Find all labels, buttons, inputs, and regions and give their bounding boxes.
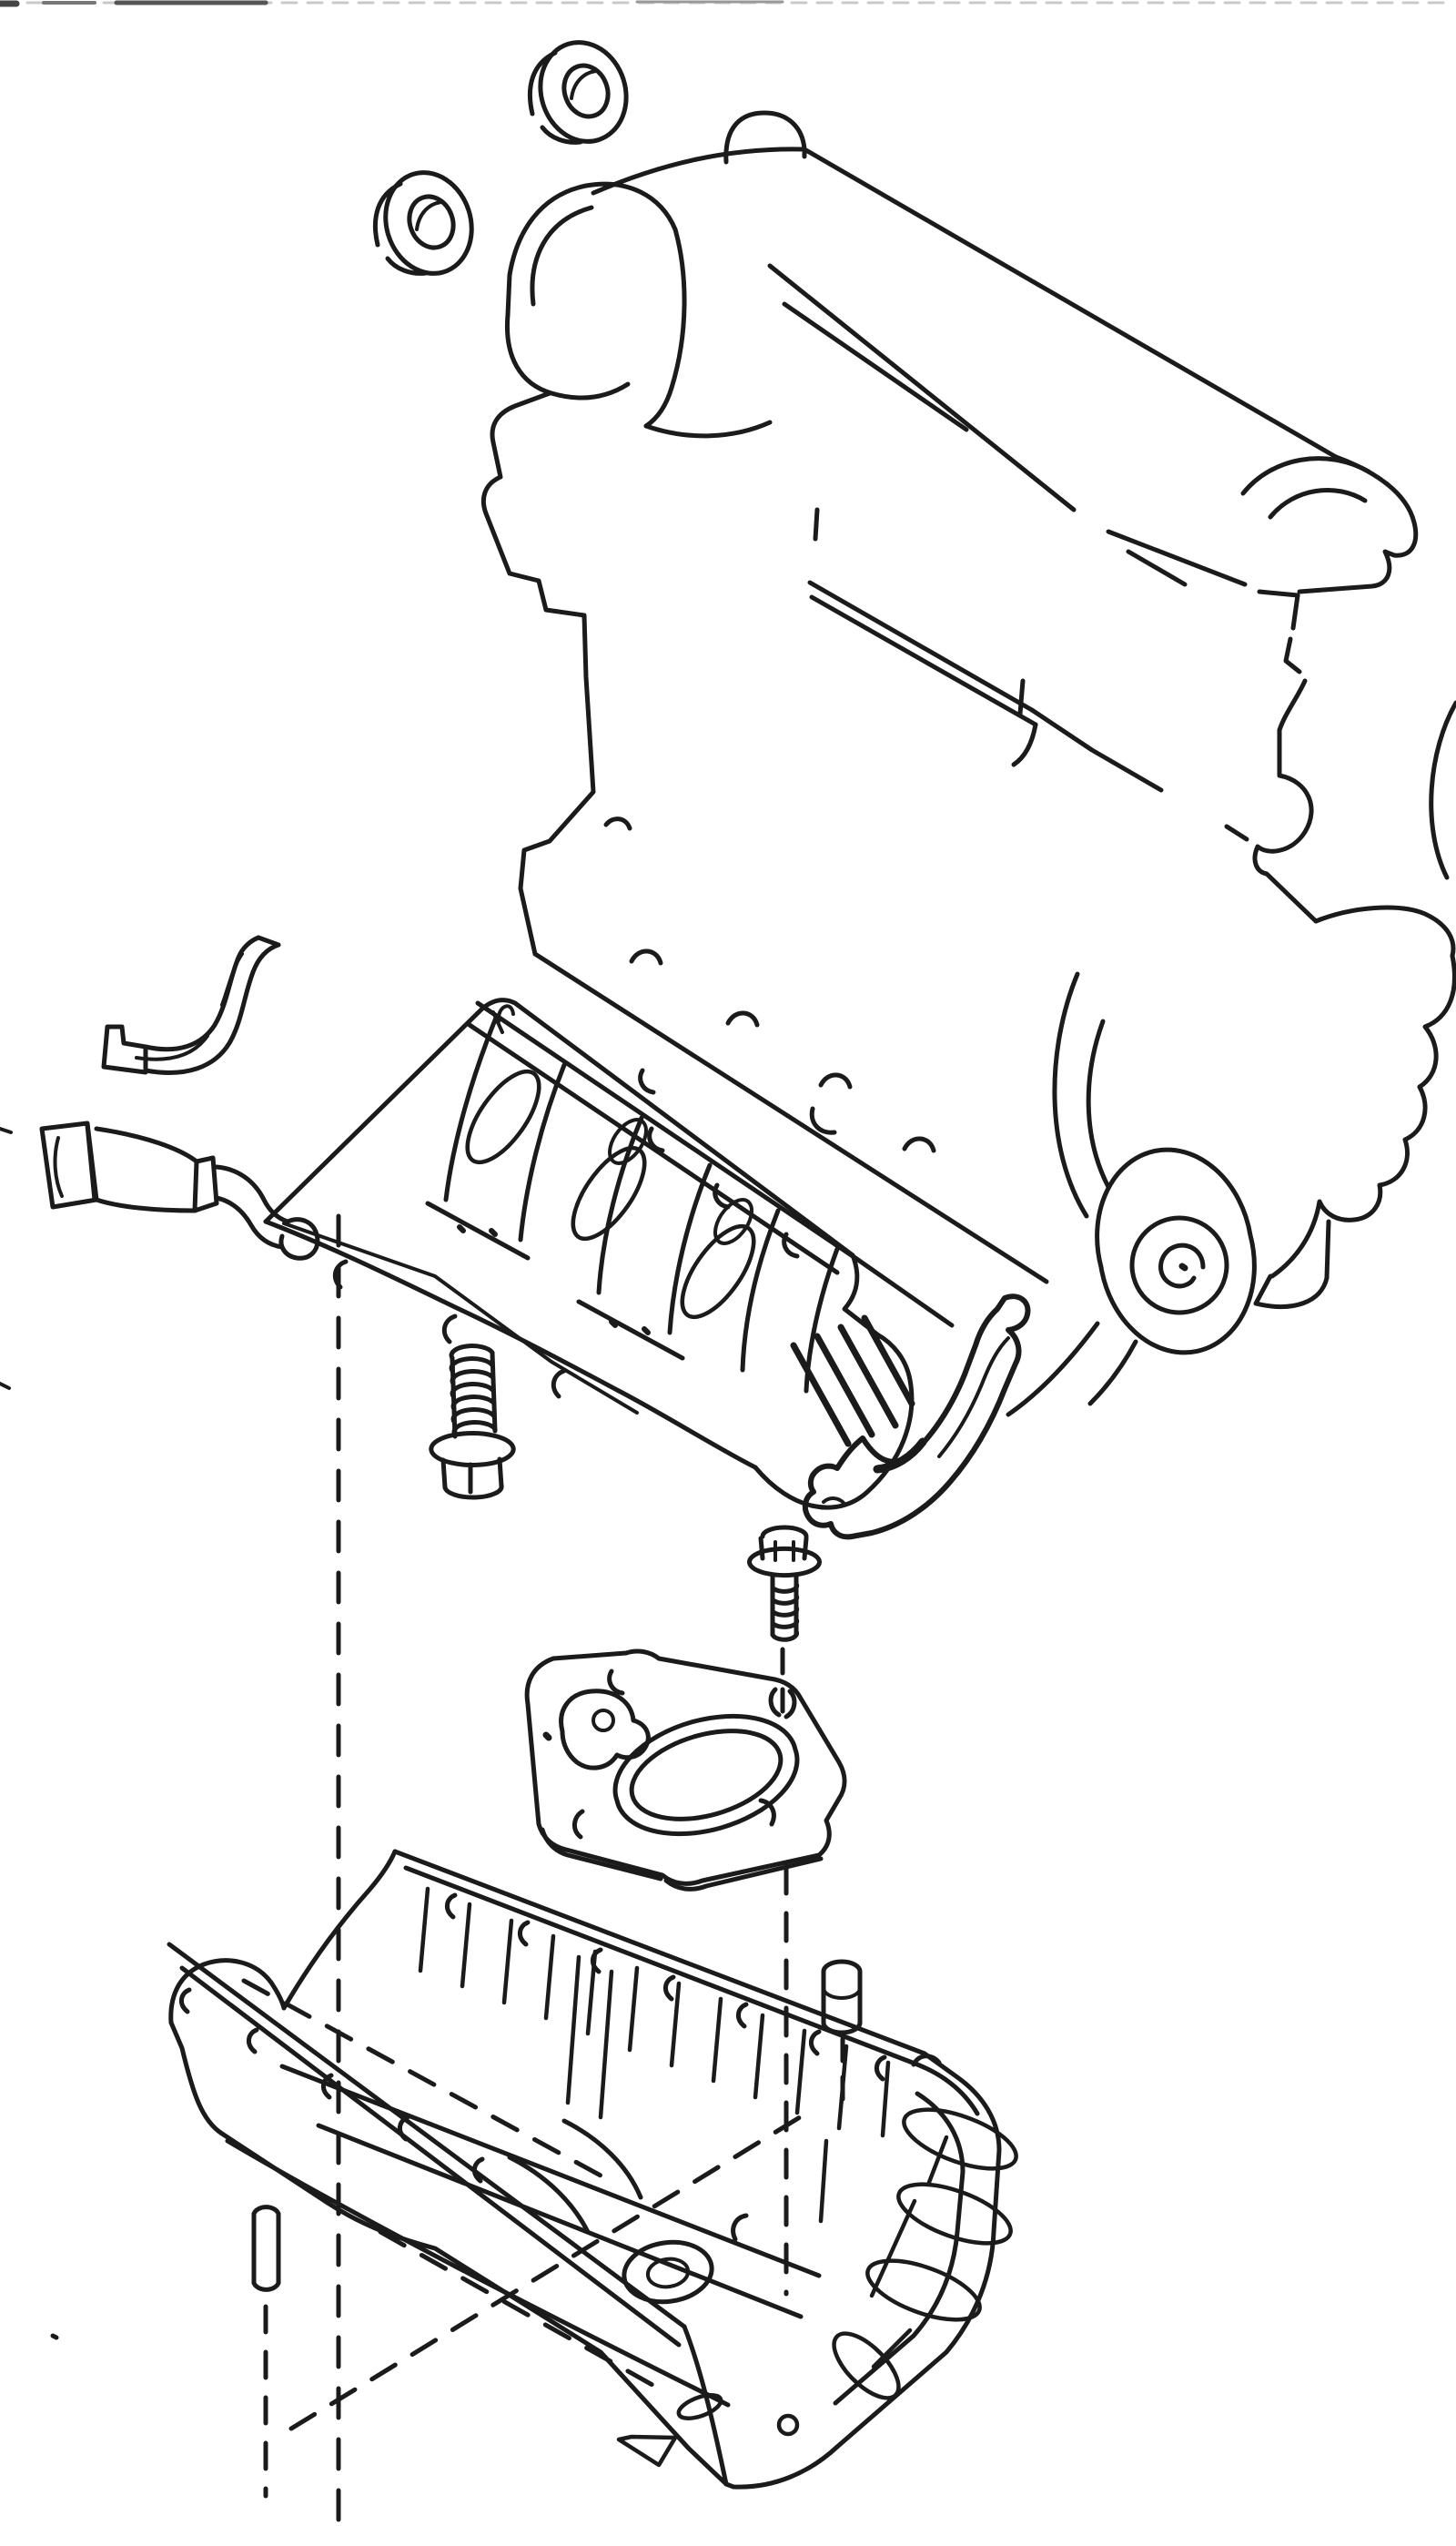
formed-bracket [101,935,281,1075]
oil-pump-adapter-plate [524,1648,847,1892]
baffle-bolt [429,1344,516,1500]
camshaft-seal-ring-upper [528,40,629,145]
camshaft-seal-ring-lower [373,170,474,276]
oil-pan [167,1849,1018,2490]
oil-baffle-plate [263,998,915,1510]
dowel-pin [251,2205,281,2499]
crankshaft-pulley [1095,1147,1257,1355]
engine-mount-bracket [1253,700,1456,1309]
oil-pan-side-seal[interactable] [802,1293,1031,1540]
scan-artifact-top-edge [0,0,1456,7]
valve-cover [504,110,1419,594]
margin-ticks [0,1127,59,2340]
adapter-plate-bolt [747,1525,822,1642]
assembly-projection-lines [241,1213,814,2542]
sealant-tube [39,1121,320,1261]
